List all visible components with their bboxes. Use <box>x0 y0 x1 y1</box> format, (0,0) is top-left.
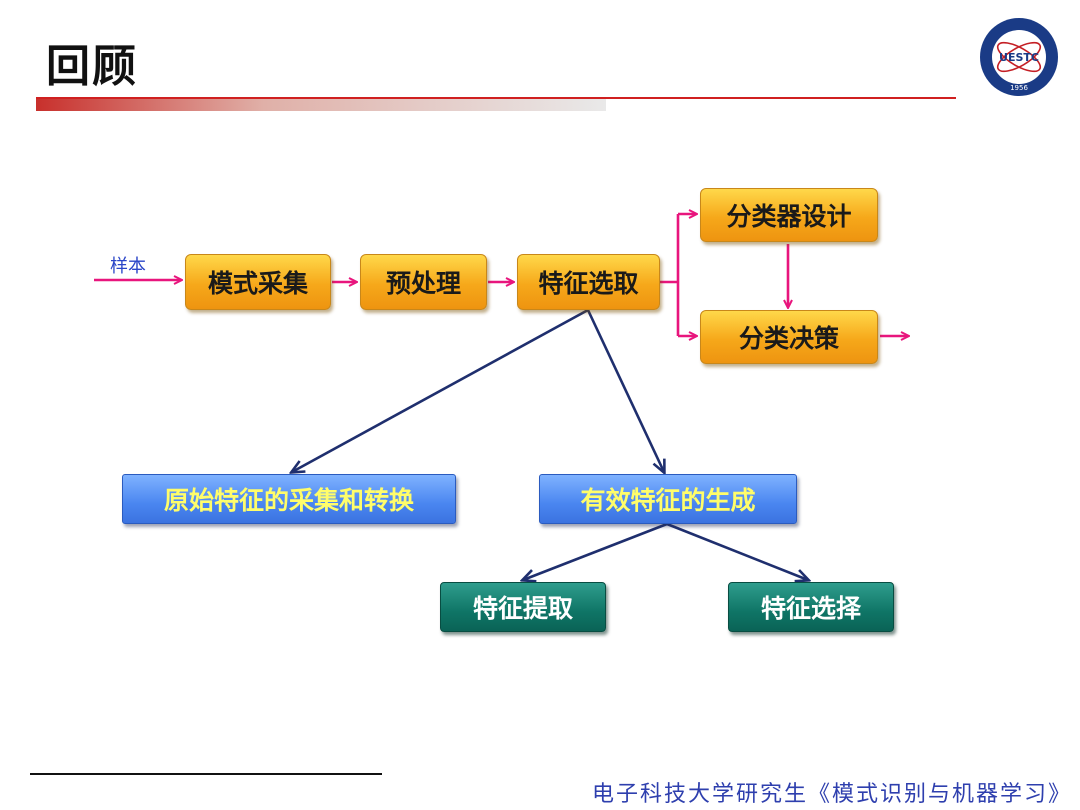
title-underline-red <box>36 97 956 99</box>
footer-rule <box>30 773 382 775</box>
title-underline-gradient <box>36 99 606 111</box>
node-feature-extraction: 特征提取 <box>440 582 606 632</box>
input-label-sample: 样本 <box>110 256 146 277</box>
arrow-to-extraction <box>523 522 668 580</box>
footer-course-title: 电子科技大学研究生《模式识别与机器学习》 <box>591 782 1072 807</box>
logo-year: 1956 <box>1010 84 1028 92</box>
node-pattern-acquisition: 模式采集 <box>185 254 331 310</box>
slide-title: 回顾 <box>46 41 138 92</box>
arrow-to-effective-feature <box>586 309 664 472</box>
arrow-to-selection <box>666 522 808 580</box>
node-preprocessing: 预处理 <box>360 254 487 310</box>
node-feature-selection: 特征选择 <box>728 582 894 632</box>
node-classification-decision: 分类决策 <box>700 310 878 364</box>
arrow-to-raw-feature <box>292 308 589 472</box>
university-seal-icon: UESTC 1956 <box>980 18 1058 96</box>
node-classifier-design: 分类器设计 <box>700 188 878 242</box>
node-feature-selection-stage: 特征选取 <box>517 254 660 310</box>
node-raw-feature: 原始特征的采集和转换 <box>122 474 456 524</box>
logo-center-text: UESTC <box>999 51 1039 64</box>
node-effective-feature: 有效特征的生成 <box>539 474 797 524</box>
title-underline <box>36 97 956 113</box>
